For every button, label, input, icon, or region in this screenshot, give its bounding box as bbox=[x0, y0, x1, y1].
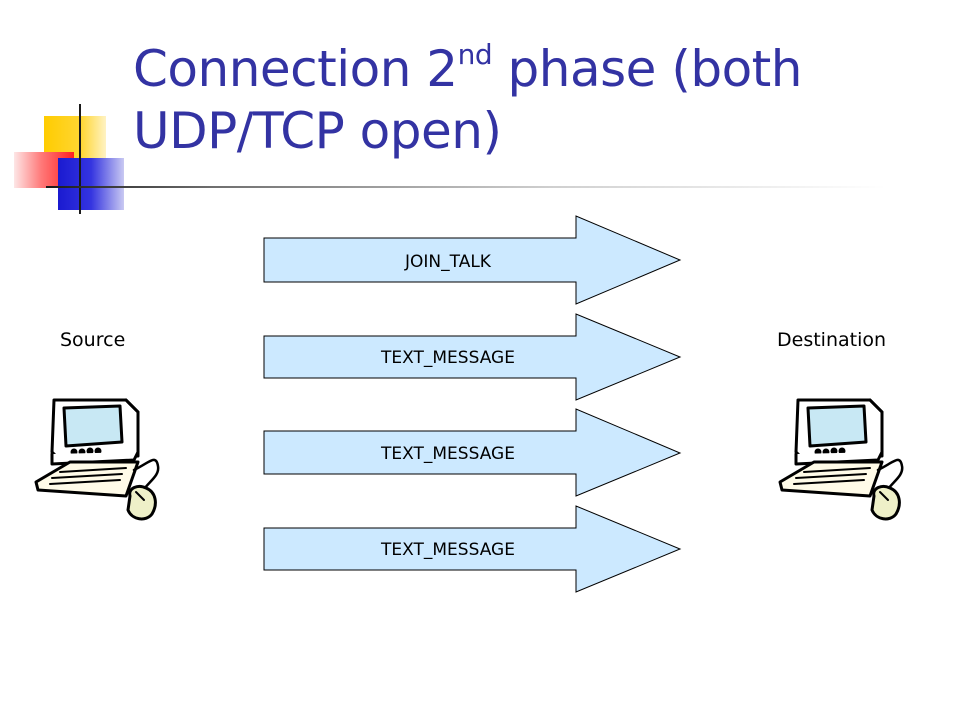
source-label: Source bbox=[60, 329, 126, 351]
arrow-join-talk: JOIN_TALK bbox=[263, 215, 682, 305]
arrow-shape bbox=[263, 408, 682, 497]
arrow-label: TEXT_MESSAGE bbox=[380, 540, 515, 560]
arrow-text-message-1: TEXT_MESSAGE bbox=[263, 313, 682, 401]
decor-blue-square bbox=[58, 158, 124, 210]
decor-vertical-line bbox=[79, 104, 81, 214]
arrow-label: TEXT_MESSAGE bbox=[380, 444, 515, 464]
arrow-text-message-2: TEXT_MESSAGE bbox=[263, 408, 682, 497]
slide-title: Connection 2nd phase (both UDP/TCP open) bbox=[133, 38, 933, 162]
arrow-shape bbox=[263, 215, 682, 305]
arrow-shape bbox=[263, 505, 682, 593]
title-underline bbox=[46, 186, 886, 188]
title-prefix: Connection 2 bbox=[133, 40, 458, 98]
title-suffix: phase (both UDP/TCP open) bbox=[133, 40, 802, 160]
title-superscript: nd bbox=[457, 38, 493, 71]
destination-label: Destination bbox=[777, 329, 887, 351]
arrow-shape bbox=[263, 313, 682, 401]
destination-computer-icon bbox=[778, 398, 904, 521]
arrow-label: JOIN_TALK bbox=[404, 252, 492, 272]
arrow-text-message-3: TEXT_MESSAGE bbox=[263, 505, 682, 593]
source-computer-icon bbox=[34, 398, 160, 521]
arrow-label: TEXT_MESSAGE bbox=[380, 348, 515, 368]
